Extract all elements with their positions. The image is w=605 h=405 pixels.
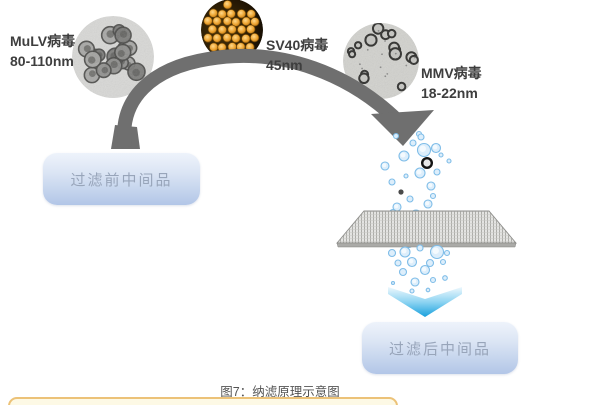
virus-size: 80-110nm bbox=[10, 53, 74, 69]
filter-membrane bbox=[336, 210, 517, 248]
virus-name: MuLV病毒 bbox=[10, 33, 76, 49]
figure-caption: 图7：纳滤原理示意图 bbox=[220, 385, 340, 399]
pre-filtration-label: 过滤前中间品 bbox=[70, 171, 173, 189]
virus-label-mmv: MMV病毒 18-22nm bbox=[421, 63, 482, 103]
post-filtration-box: 过滤后中间品 bbox=[362, 322, 518, 374]
filtered-bubbles bbox=[387, 244, 451, 294]
mmv-micrograph-image bbox=[343, 23, 419, 99]
virus-size: 45nm bbox=[266, 57, 303, 73]
flow-down-arrow bbox=[388, 287, 462, 317]
virus-label-sv40: SV40病毒 45nm bbox=[266, 35, 328, 75]
virus-label-mulv: MuLV病毒 80-110nm bbox=[10, 31, 75, 71]
curved-flow-arrow bbox=[111, 49, 434, 149]
pre-filtration-box: 过滤前中间品 bbox=[43, 153, 200, 205]
post-filtration-label: 过滤后中间品 bbox=[388, 340, 491, 358]
virus-name: SV40病毒 bbox=[266, 37, 329, 53]
notice-box-partial bbox=[8, 397, 398, 405]
sv40-micrograph-image bbox=[201, 0, 263, 61]
virus-name: MMV病毒 bbox=[421, 65, 482, 81]
virus-size: 18-22nm bbox=[421, 85, 478, 101]
